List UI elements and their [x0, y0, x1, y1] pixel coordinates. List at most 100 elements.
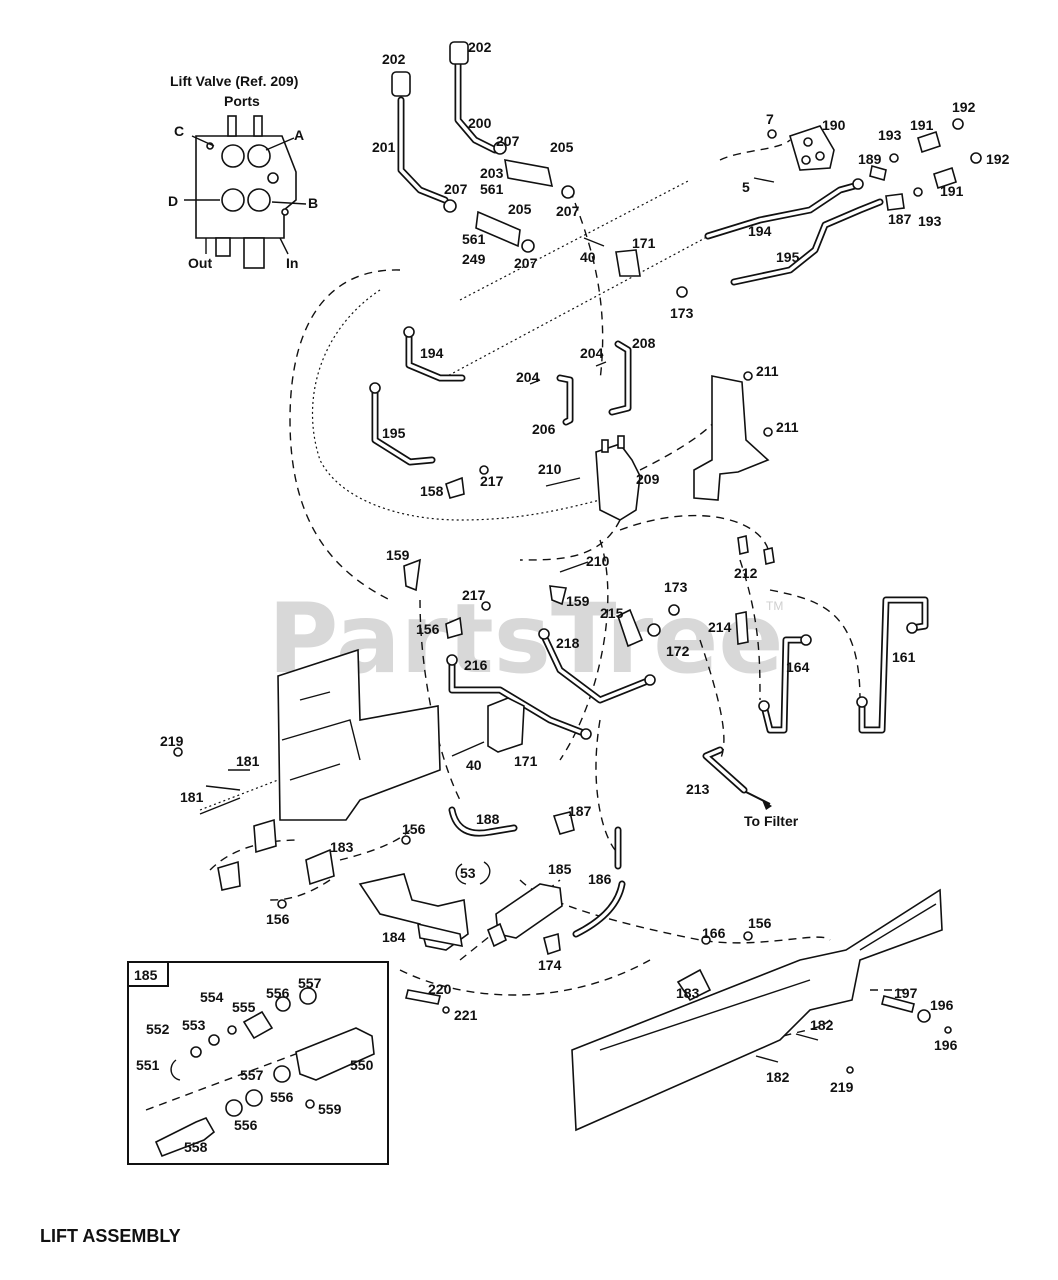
washer-553-icon	[208, 1034, 220, 1046]
part-number-label: 557	[240, 1067, 264, 1083]
part-number-label: 174	[538, 957, 562, 973]
components	[173, 41, 982, 1132]
part-number-label: 203	[480, 165, 504, 181]
port-d-label: D	[168, 193, 178, 209]
valve-inset-title: Lift Valve (Ref. 209)	[170, 73, 298, 89]
block-171-icon	[487, 697, 525, 753]
part-number-label: 218	[556, 635, 580, 651]
fitting-212-icon	[737, 535, 749, 555]
part-number-label: 554	[200, 989, 224, 1005]
oring-193-icon	[913, 187, 923, 197]
routing-line	[569, 189, 604, 381]
part-number-label: 156	[402, 821, 426, 837]
cylinder-185-icon	[495, 883, 563, 939]
part-number-label: 207	[496, 133, 520, 149]
tube-208	[608, 340, 632, 416]
seal-556-icon	[225, 1099, 243, 1117]
part-number-label: 158	[420, 483, 444, 499]
part-number-label: 215	[600, 605, 624, 621]
part-number-label: 214	[708, 619, 732, 635]
part-number-label: 219	[160, 733, 184, 749]
part-number-label: 183	[330, 839, 354, 855]
bolt-182-icon	[795, 1033, 819, 1041]
part-number-label: 557	[298, 975, 322, 991]
part-number-label: 556	[234, 1117, 258, 1133]
nut-217-icon	[479, 465, 489, 475]
clip-171-icon	[615, 249, 641, 277]
valve-body-icon	[195, 135, 297, 239]
part-number-label: 550	[350, 1057, 374, 1073]
part-number-label: 193	[878, 127, 902, 143]
nut-166-icon	[701, 935, 711, 945]
part-number-label: 561	[462, 231, 486, 247]
part-number-label: 173	[664, 579, 688, 595]
fitting-207-icon	[561, 185, 575, 199]
bolt-182-icon	[755, 1055, 779, 1063]
part-number-label: 552	[146, 1021, 170, 1037]
fitting-214-icon	[735, 611, 749, 645]
valve-209-icon	[595, 443, 641, 521]
nut-211-icon	[743, 371, 753, 381]
to-filter-label: To Filter	[744, 813, 799, 829]
leader-line	[265, 137, 295, 151]
fitting-207-icon	[521, 239, 535, 253]
part-number-label: 220	[428, 981, 452, 997]
valve-stem-icon	[227, 115, 237, 137]
fitting-212-icon	[763, 547, 775, 565]
seal-556-icon	[275, 996, 291, 1012]
part-number-label: 195	[382, 425, 406, 441]
routing-line	[269, 879, 331, 901]
coupler-249-icon	[475, 210, 521, 248]
part-number-label: 181	[236, 753, 260, 769]
part-number-label: 207	[556, 203, 580, 219]
part-number-label: 186	[588, 871, 612, 887]
part-number-label: 171	[514, 753, 538, 769]
valve-fitting-icon	[215, 237, 231, 257]
bolt-210-icon	[559, 561, 589, 573]
routing-line	[209, 839, 301, 871]
routing-line	[719, 139, 791, 161]
part-number-label: 156	[748, 915, 772, 931]
part-number-label: 205	[550, 139, 574, 155]
fitting-191-icon	[933, 166, 957, 190]
port-b-icon	[247, 188, 271, 212]
valve-bolt-icon	[281, 208, 289, 216]
tube-200	[454, 56, 499, 154]
part-number-label: 188	[476, 811, 500, 827]
part-number-label: 201	[372, 139, 396, 155]
part-number-label: 185	[548, 861, 572, 877]
filter-arrow-icon	[745, 791, 771, 805]
oring-557-icon	[273, 1065, 291, 1083]
nut-156-icon	[277, 899, 287, 909]
part-number-label: 561	[480, 181, 504, 197]
cap-202-icon	[391, 71, 411, 97]
part-number-label: 197	[894, 985, 918, 1001]
part-number-label: 209	[636, 471, 660, 487]
routing-line	[595, 719, 616, 851]
routing-line	[619, 514, 771, 561]
port-b-label: B	[308, 195, 318, 211]
routing-line	[769, 1019, 831, 1041]
part-number-label: 172	[666, 643, 690, 659]
part-number-label: 5	[742, 179, 750, 195]
part-number-label: 195	[776, 249, 800, 265]
tubes	[371, 56, 929, 938]
diagram-title: LIFT ASSEMBLY	[40, 1226, 181, 1246]
bracket-211-icon	[693, 375, 770, 501]
nut-7-icon	[767, 129, 777, 139]
part-number-label: 221	[454, 1007, 478, 1023]
trademark: TM	[766, 599, 783, 613]
port-d-icon	[221, 188, 245, 212]
pin-197-icon	[881, 995, 915, 1013]
fitting-159-icon	[549, 585, 567, 606]
leader-line	[191, 135, 215, 147]
leader-line	[279, 237, 289, 255]
pin-204-icon	[595, 361, 607, 367]
part-number-label: 190	[822, 117, 846, 133]
cap-202-icon	[449, 41, 469, 65]
pin-204-icon	[529, 379, 541, 385]
part-number-label: 7	[766, 111, 774, 127]
leader-line	[271, 201, 307, 205]
cylinder-inset: 185	[127, 961, 389, 1165]
